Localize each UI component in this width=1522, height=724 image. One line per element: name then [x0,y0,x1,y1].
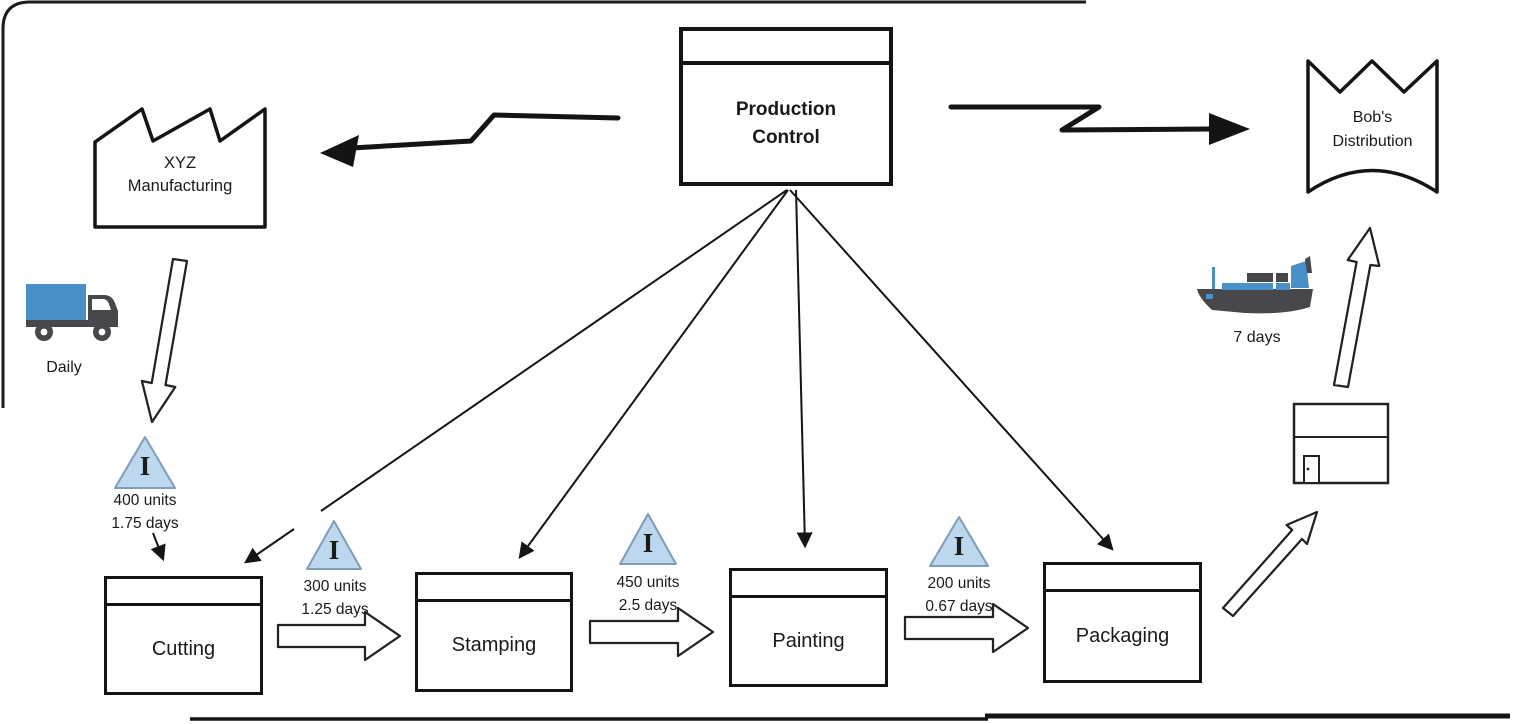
schedule-arrow-to-packaging [789,189,1114,551]
process-label: Packaging [1075,624,1170,647]
process-node-cutting: Cutting [104,576,263,695]
supplier-label: XYZ Manufacturing [127,154,233,195]
process-node-painting: Painting [729,568,888,687]
production-control-node: Production Control [679,27,893,186]
canvas-border [1,0,1086,408]
inventory-units: 200 units [927,575,991,592]
schedule-arrow-to-cutting-a [320,189,788,512]
schedule-arrow-to-painting [795,189,813,549]
process-label: Painting [772,629,845,652]
inventory-symbol: I [139,451,151,481]
inventory-time: 0.67 days [925,598,993,615]
inventory-time: 1.75 days [111,515,179,532]
outbound-duration-label: 7 days [1233,329,1281,346]
inventory-units: 450 units [616,574,680,591]
packaging-to-staging-arrow [1221,510,1319,618]
process-node-packaging: Packaging [1043,562,1202,683]
push-arrow-cutting-stamping [276,610,402,662]
inventory-to-cutting-arrow [150,532,166,562]
inventory-symbol: I [953,531,965,561]
schedule-arrows [150,189,1114,564]
outbound-shipment-arrow [1332,226,1381,389]
inventory-triangle-3 [619,513,677,565]
inventory-triangle-2 [306,520,362,570]
push-arrow-painting-packaging [903,602,1030,654]
inbound-shipment-arrow [140,257,189,424]
inventory-symbol: I [642,528,654,558]
process-header-band [1046,565,1199,592]
process-header-band [732,571,885,598]
process-label: Stamping [451,634,537,656]
process-header-band [107,579,260,606]
schedule-arrow-to-cutting-b [244,528,295,564]
inventory-units: 300 units [303,578,367,595]
inbound-frequency-label: Daily [46,359,82,376]
information-arrow-to-customer [948,104,1250,145]
production-control-header-band [683,31,889,65]
inventory-triangle-4 [929,516,989,567]
customer-shape-icon [1306,59,1439,194]
inventory-time: 1.25 days [301,601,369,618]
production-control-label: Production Control [735,98,837,148]
truck-icon [26,284,118,341]
ship-icon [1197,256,1313,314]
customer-label: Bob's Distribution [1332,109,1413,150]
supplier-factory-icon [93,107,267,229]
push-arrow-stamping-painting [588,606,715,658]
staging-warehouse-icon [1292,402,1390,485]
inventory-triangle-1 [114,436,176,489]
information-arrow-to-supplier [320,112,621,167]
inventory-time: 2.5 days [618,597,678,614]
process-header-band [418,575,570,602]
inventory-units: 400 units [113,492,177,509]
inventory-symbol: I [328,535,340,565]
process-label: Cutting [151,637,216,660]
schedule-arrow-to-stamping [518,189,789,559]
process-node-stamping: Stamping [415,572,573,692]
